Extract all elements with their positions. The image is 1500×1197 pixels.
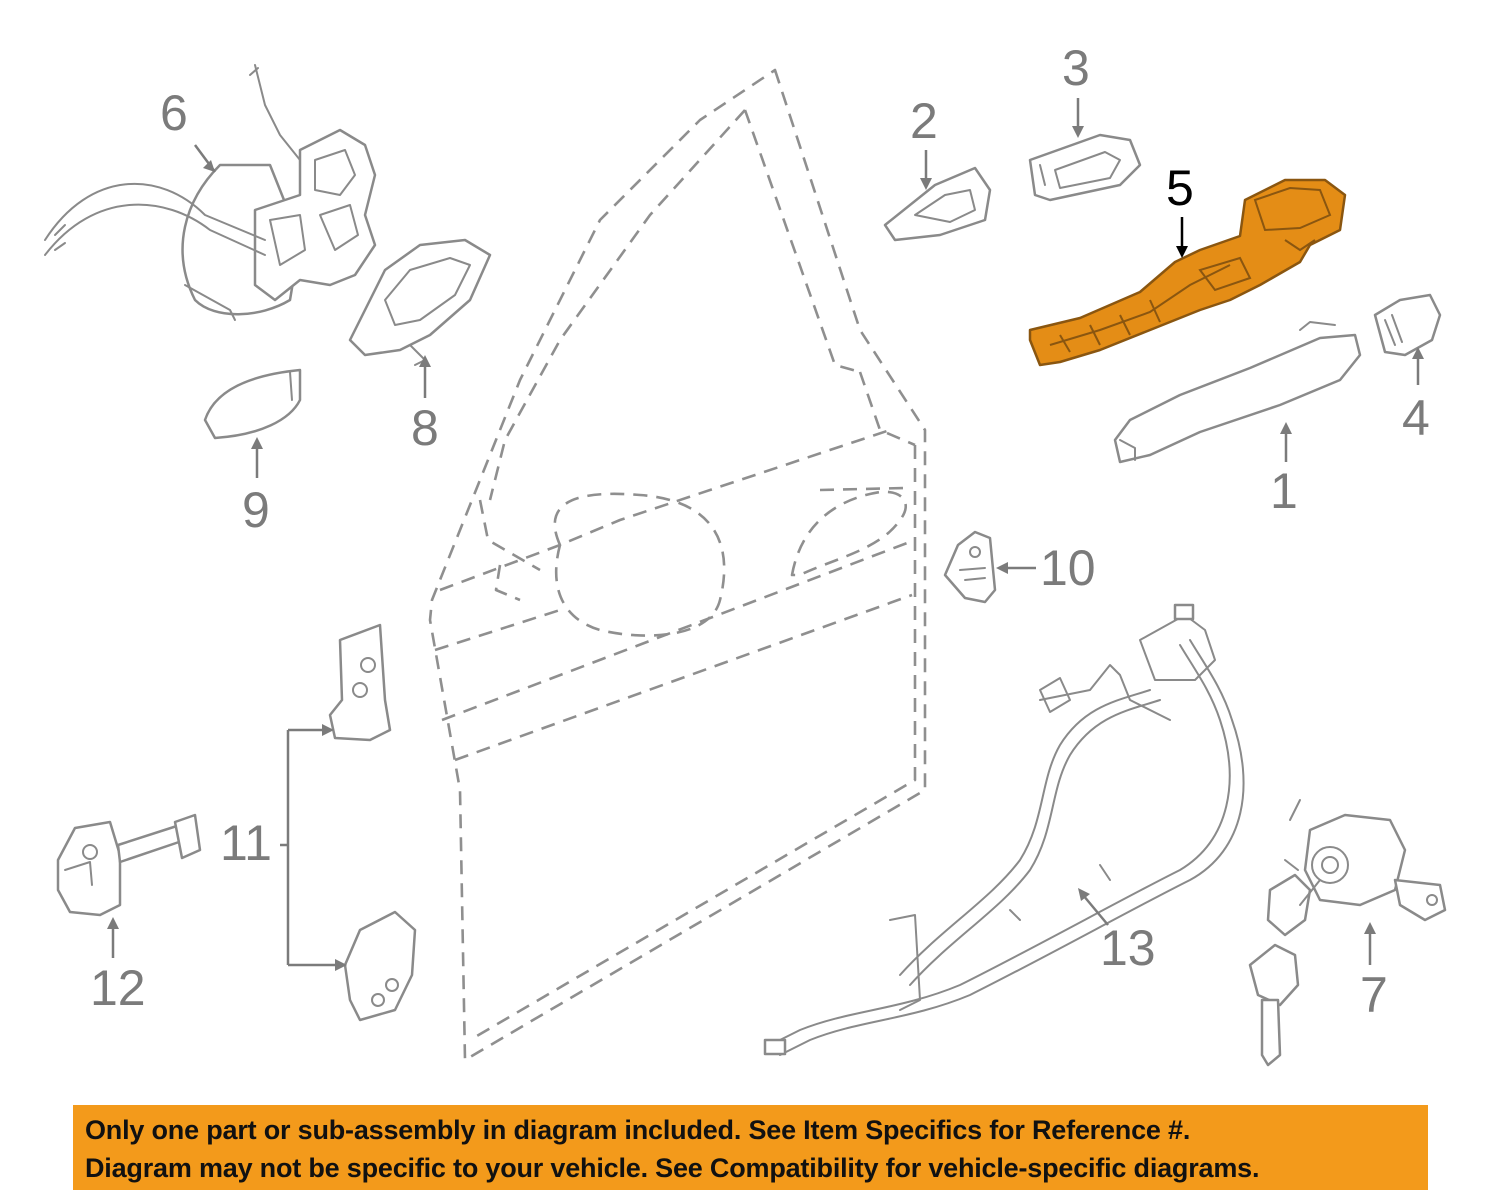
outside-handle-frame-part-highlighted xyxy=(1028,178,1347,367)
inside-door-handle-part xyxy=(348,238,492,366)
handle-gasket-front-part xyxy=(883,166,992,242)
callout-11: 11 xyxy=(220,815,272,871)
door-hinge-lower-part xyxy=(343,910,417,1022)
wiring-harness-part xyxy=(763,603,1301,1056)
arrowhead-10 xyxy=(996,562,1008,574)
arrowhead-9 xyxy=(251,437,263,449)
leader-13 xyxy=(1082,894,1109,926)
arrowhead-8 xyxy=(419,355,431,367)
callout-4: 4 xyxy=(1402,390,1430,446)
door-lock-actuator-part xyxy=(44,64,377,321)
leader-11 xyxy=(280,728,340,967)
callout-5: 5 xyxy=(1166,160,1194,216)
arrowhead-13 xyxy=(1078,888,1090,901)
door-shell-outline xyxy=(428,68,927,1062)
arrowhead-5 xyxy=(1176,246,1188,258)
door-striker-part xyxy=(943,530,997,604)
outside-door-handle-part xyxy=(1113,321,1362,464)
arrowhead-1 xyxy=(1280,422,1292,434)
disclaimer-banner: Only one part or sub-assembly in diagram… xyxy=(73,1105,1428,1190)
arrowhead-4 xyxy=(1412,347,1424,359)
parts-diagram: 6 8 9 2 3 5 xyxy=(44,40,1447,1067)
callout-7: 7 xyxy=(1360,967,1388,1023)
callout-13: 13 xyxy=(1100,920,1156,976)
disclaimer-line-1: Only one part or sub-assembly in diagram… xyxy=(85,1115,1191,1145)
callout-10: 10 xyxy=(1040,540,1096,596)
arrowhead-11a xyxy=(322,724,334,736)
disclaimer-line-2: Diagram may not be specific to your vehi… xyxy=(85,1153,1260,1183)
door-check-part xyxy=(56,813,202,917)
callout-9: 9 xyxy=(242,482,270,538)
arrowhead-2 xyxy=(920,178,932,190)
arrowhead-12 xyxy=(107,917,119,929)
callout-12: 12 xyxy=(90,960,146,1016)
callout-2: 2 xyxy=(910,93,938,149)
callout-6: 6 xyxy=(160,85,188,141)
arrowhead-6 xyxy=(203,160,215,172)
lock-cylinder-and-keys-part xyxy=(1248,813,1447,1067)
arrowhead-7 xyxy=(1364,922,1376,934)
callout-8: 8 xyxy=(411,400,439,456)
arrowhead-11b xyxy=(335,959,347,971)
door-hinge-upper-part xyxy=(328,623,392,742)
callout-3: 3 xyxy=(1062,40,1090,96)
handle-end-cap-part xyxy=(1373,293,1442,357)
handle-gasket-rear-part xyxy=(1028,133,1142,202)
handle-cap-part xyxy=(203,368,302,440)
callout-1: 1 xyxy=(1270,463,1298,519)
arrowhead-3 xyxy=(1072,126,1084,138)
